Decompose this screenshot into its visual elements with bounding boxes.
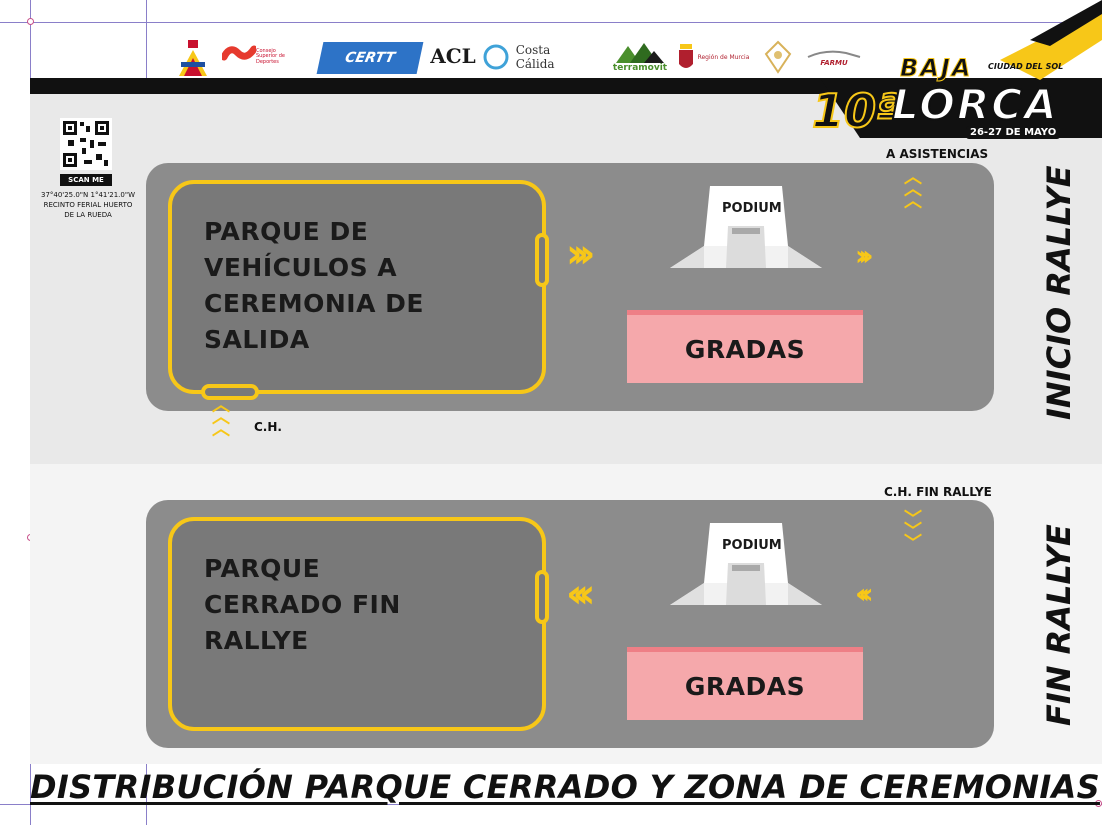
inicio-gradas-label: GRADAS: [684, 334, 806, 364]
inicio-podium-label: PODIUM: [722, 201, 782, 216]
csd-swoosh-icon: [222, 45, 256, 61]
certt-logo: CERTT: [316, 42, 424, 74]
guide-anchor: [27, 18, 34, 25]
guide-line-bottom: [0, 804, 1102, 805]
fin-side-title: FIN RALLYE: [1040, 524, 1078, 726]
murcia-shield-icon: [678, 44, 693, 68]
lorca-crest-icon: [764, 40, 792, 74]
parque-line: CERRADO FIN: [204, 590, 401, 619]
ch-fin-down-arrows-icon: ﹀﹀﹀: [904, 509, 922, 554]
fin-entry-gate: [535, 570, 549, 624]
location-place-line2: DE LA RUEDA: [64, 211, 112, 219]
page-title: DISTRIBUCIÓN PARQUE CERRADO Y ZONA DE CE…: [30, 768, 1100, 806]
event-logo-ciudad: CIUDAD DEL SOL: [988, 62, 1064, 71]
event-logo-baja: BAJA: [899, 54, 973, 83]
parque-line: RALLYE: [204, 626, 309, 655]
event-logo-swoosh: [1000, 0, 1102, 80]
inicio-gradas: GRADAS: [627, 310, 863, 383]
event-logo-dates: 26-27 DE MAYO: [966, 126, 1061, 139]
rfeda-emblem-icon: [179, 40, 207, 76]
fin-podium-icon: [670, 523, 822, 605]
inicio-podium-icon: [670, 186, 822, 268]
asistencias-label: A ASISTENCIAS: [886, 147, 989, 161]
inicio-flow-arrows-icon: ›››: [566, 231, 596, 277]
fin-gradas: GRADAS: [627, 647, 863, 720]
fin-parque-area: PARQUE CERRADO FIN RALLYE: [168, 517, 546, 731]
acl-logo: ACL: [430, 44, 476, 68]
location-text: 37°40'25.0"N 1°41'21.0"W RECINTO FERIAL …: [30, 190, 146, 220]
asistencias-up-arrows-icon: ︿︿︿: [904, 167, 922, 212]
qr-label: SCAN ME: [60, 174, 112, 186]
inicio-side-title: INICIO RALLYE: [1040, 165, 1078, 420]
ch-label: C.H.: [254, 420, 282, 434]
guide-line-top: [0, 22, 1102, 23]
header-band: [30, 78, 1102, 138]
fin-podium-entry-arrows-icon: ‹‹‹: [855, 577, 873, 610]
inicio-entry-gate: [201, 384, 259, 400]
event-logo-lorca: LORCA: [891, 79, 1059, 130]
parque-line: SALIDA: [204, 325, 310, 354]
qr-code-icon: [60, 118, 112, 170]
inicio-parque-label: PARQUE DE VEHÍCULOS A CEREMONIA DE SALID…: [204, 214, 424, 358]
costa-calida-logo: Costa Cálida: [482, 40, 592, 74]
fin-flow-arrows-icon: ‹‹‹: [566, 571, 596, 617]
inicio-podium-exit-arrows-icon: ›››: [855, 239, 873, 272]
fin-podium-label: PODIUM: [722, 538, 782, 553]
fin-parque-label: PARQUE CERRADO FIN RALLYE: [204, 551, 401, 659]
qr-block[interactable]: SCAN ME: [60, 118, 112, 186]
parque-line: CEREMONIA DE: [204, 289, 424, 318]
location-place-line1: RECINTO FERIAL HUERTO: [43, 201, 133, 209]
event-logo-edition: 10ª: [811, 83, 903, 139]
terramovit-logo: terramovit: [612, 38, 668, 78]
costa-calida-ring-icon: [483, 44, 509, 70]
inicio-exit-gate: [535, 233, 549, 287]
fin-gradas-label: GRADAS: [684, 671, 806, 701]
terramovit-mountains-icon: [616, 43, 664, 63]
farmu-car-icon: [807, 50, 861, 58]
region-murcia-logo: Región de Murcia: [670, 40, 756, 74]
parque-line: PARQUE DE: [204, 217, 369, 246]
ch-fin-label: C.H. FIN RALLYE: [884, 485, 992, 499]
ch-entry-arrows-icon: ︿︿︿: [212, 395, 230, 440]
parque-line: VEHÍCULOS A: [204, 253, 398, 282]
inicio-parque-area: PARQUE DE VEHÍCULOS A CEREMONIA DE SALID…: [168, 180, 546, 394]
parque-line: PARQUE: [204, 554, 321, 583]
csd-logo: Consejo Superior de Deportes: [220, 40, 288, 74]
farmu-logo: FARMU: [804, 44, 864, 72]
rfeda-logo: [175, 38, 211, 78]
location-coords: 37°40'25.0"N 1°41'21.0"W: [40, 191, 136, 199]
lorca-logo: [762, 38, 794, 76]
